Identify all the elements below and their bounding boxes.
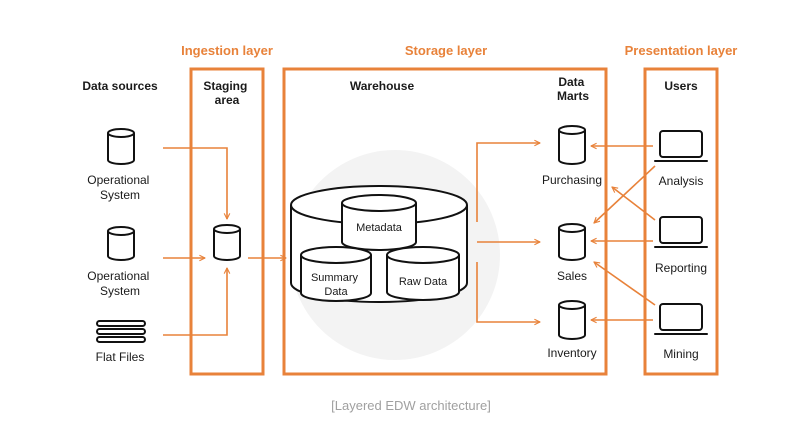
summary-data-label: Summary Data [311, 272, 361, 298]
mart-label: Purchasing [542, 173, 602, 187]
connector-reporting-purchasing [612, 187, 656, 221]
connector-flatfiles-staging [163, 268, 227, 336]
database-icon [107, 226, 135, 261]
source-label: Operational System [87, 173, 152, 202]
metadata-store: Metadata [341, 194, 417, 251]
user-label: Analysis [659, 174, 704, 188]
connector-mining-sales [594, 262, 656, 306]
source-operational-system-2: Operational System [87, 226, 152, 298]
user-reporting: Reporting [654, 216, 708, 275]
raw-data-label: Raw Data [399, 276, 448, 288]
warehouse-heading: Warehouse [350, 79, 415, 93]
summary-data-store: Summary Data [300, 246, 372, 302]
data-sources-heading: Data sources [82, 79, 158, 93]
staging-database-icon [213, 224, 241, 261]
user-analysis: Analysis [654, 130, 708, 188]
presentation-layer-box [643, 67, 719, 376]
source-label: Operational System [87, 269, 152, 298]
connector-warehouse-purchasing [476, 143, 540, 222]
connector-analysis-sales [594, 165, 656, 223]
connector-warehouse-inventory [476, 262, 540, 322]
source-label: Flat Files [96, 350, 145, 364]
storage-layer-title: Storage layer [405, 43, 487, 58]
user-label: Mining [663, 347, 698, 361]
ingestion-layer-box [189, 67, 265, 376]
user-label: Reporting [655, 261, 707, 275]
mart-sales: Sales [557, 223, 587, 283]
presentation-layer-title: Presentation layer [625, 43, 738, 58]
mart-label: Inventory [547, 346, 596, 360]
database-icon [107, 128, 135, 165]
database-icon [558, 223, 586, 261]
raw-data-store: Raw Data [386, 246, 460, 301]
mart-label: Sales [557, 269, 587, 283]
laptop-icon [654, 130, 708, 162]
database-icon [558, 300, 586, 340]
mart-inventory: Inventory [547, 300, 597, 360]
staging-heading: Staging area [203, 79, 250, 107]
laptop-icon [654, 303, 708, 335]
source-flat-files: Flat Files [96, 320, 146, 364]
flat-files-icon [96, 320, 146, 343]
data-marts-heading: Data Marts [557, 75, 589, 103]
ingestion-layer-title: Ingestion layer [181, 43, 273, 58]
laptop-icon [654, 216, 708, 248]
user-mining: Mining [654, 303, 708, 361]
users-heading: Users [664, 79, 698, 93]
mart-purchasing: Purchasing [542, 125, 602, 187]
diagram-caption: [Layered EDW architecture] [331, 398, 491, 413]
storage-layer-box [282, 67, 608, 376]
database-icon [558, 125, 586, 165]
source-operational-system-1: Operational System [87, 128, 152, 202]
connector-source1-staging [163, 147, 227, 219]
metadata-label: Metadata [356, 222, 403, 234]
